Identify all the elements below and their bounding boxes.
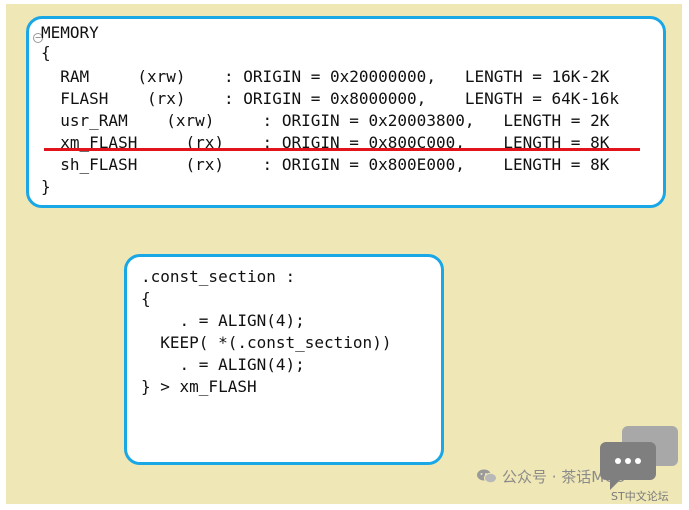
- memory-definition-box: − MEMORY { RAM (xrw) : ORIGIN = 0x200000…: [26, 16, 666, 208]
- section-line-close: } > xm_FLASH: [141, 377, 257, 396]
- figure-background: − MEMORY { RAM (xrw) : ORIGIN = 0x200000…: [6, 4, 682, 504]
- wechat-icon: [477, 469, 497, 484]
- section-line-keep: KEEP( *(.const_section)): [141, 333, 392, 352]
- memory-line-sh-flash: sh_FLASH (rx) : ORIGIN = 0x800E000, LENG…: [41, 155, 610, 174]
- memory-line-ram: RAM (xrw) : ORIGIN = 0x20000000, LENGTH …: [41, 67, 610, 86]
- memory-close-brace: }: [41, 177, 51, 196]
- section-line-name: .const_section :: [141, 267, 296, 286]
- memory-open-brace: {: [41, 43, 51, 62]
- section-line-open-brace: {: [141, 289, 151, 308]
- collapse-toggle-icon[interactable]: −: [33, 33, 43, 43]
- memory-header: MEMORY: [41, 23, 99, 42]
- memory-line-flash: FLASH (rx) : ORIGIN = 0x8000000, LENGTH …: [41, 89, 619, 108]
- chat-bubble-icon: [600, 426, 678, 490]
- stcn-badge-text: ST中文论坛: [611, 490, 669, 503]
- const-section-box: .const_section : { . = ALIGN(4); KEEP( *…: [124, 254, 444, 465]
- watermark-text: 公众号 · 茶话MCU: [502, 468, 626, 486]
- memory-line-usr-ram: usr_RAM (xrw) : ORIGIN = 0x20003800, LEN…: [41, 111, 610, 130]
- memory-line-xm-flash: xm_FLASH (rx) : ORIGIN = 0x800C000, LENG…: [41, 133, 610, 152]
- section-line-align-2: . = ALIGN(4);: [141, 355, 305, 374]
- xm-flash-underline: [44, 148, 640, 151]
- section-line-align-1: . = ALIGN(4);: [141, 311, 305, 330]
